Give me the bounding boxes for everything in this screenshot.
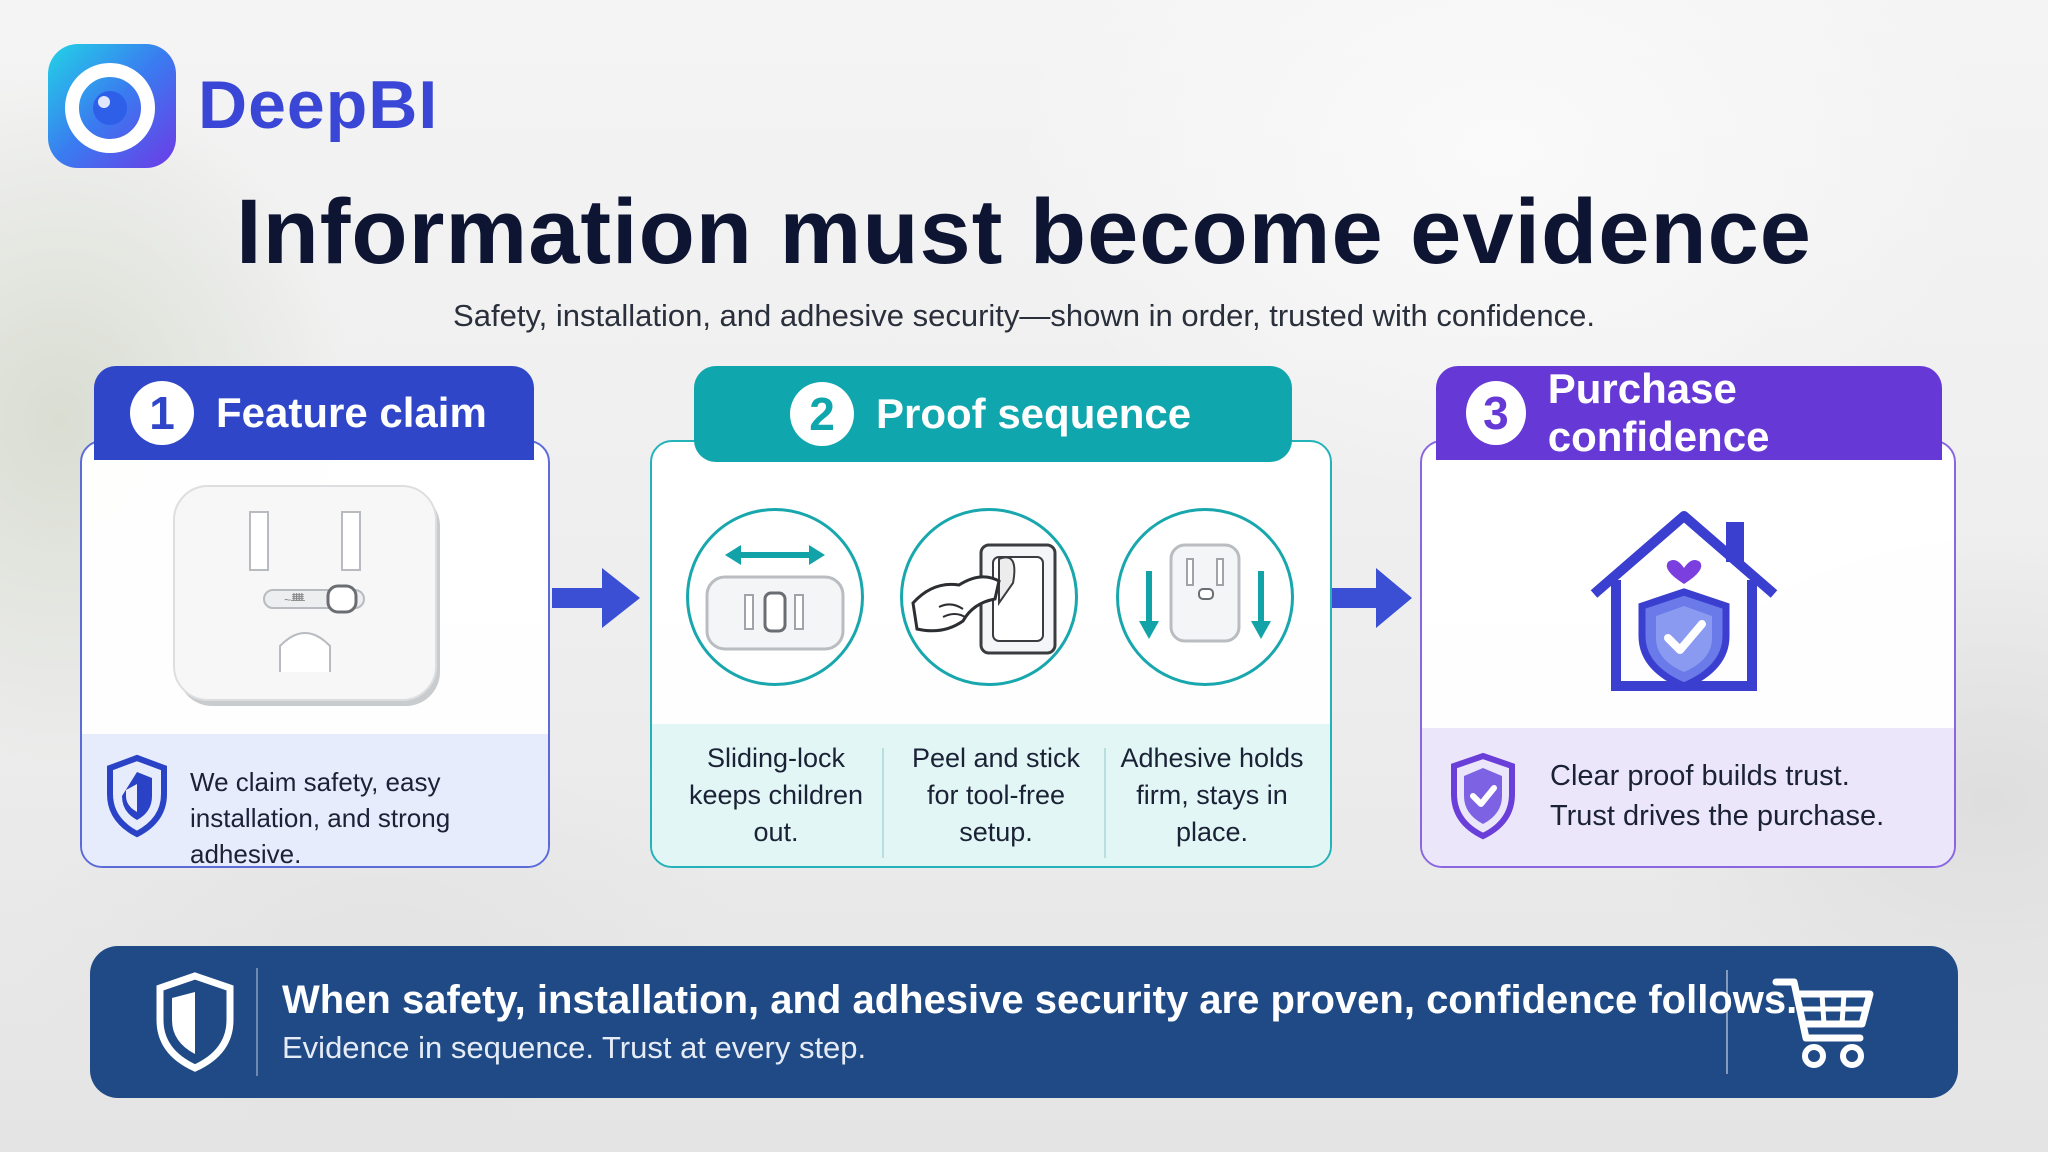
outlet-cover-icon: ~ᚙ xyxy=(172,484,444,715)
brand-name: DeepBI xyxy=(198,67,439,143)
adhesive-hold-icon xyxy=(1116,508,1294,686)
purchase-confidence-line-1: Clear proof builds trust. xyxy=(1550,760,1850,792)
house-shield-icon xyxy=(1584,506,1784,701)
arrow-right-icon xyxy=(552,566,642,635)
proof-text-peel-stick: Peel and stick for tool-free setup. xyxy=(911,743,1081,847)
feature-claim-footer xyxy=(82,734,548,866)
shield-check-icon xyxy=(1448,752,1518,845)
purchase-confidence-text: Clear proof builds trust. Trust drives t… xyxy=(1550,756,1940,836)
proof-sequence-footer xyxy=(652,724,1330,866)
brand-logo-icon xyxy=(48,44,176,168)
banner-headline: When safety, installation, and adhesive … xyxy=(282,978,1798,1022)
shield-icon xyxy=(104,754,170,843)
feature-claim-heading: Feature claim xyxy=(216,389,487,436)
page-subtitle: Safety, installation, and adhesive secur… xyxy=(453,298,1595,333)
shield-icon xyxy=(154,972,236,1077)
page-title: Information must become evidence xyxy=(236,181,1812,283)
step-number-badge: 1 xyxy=(130,381,194,445)
proof-sequence-header: 2 Proof sequence xyxy=(694,366,1292,462)
proof-text-sliding-lock: Sliding-lock keeps children out. xyxy=(688,743,864,847)
proof-text-adhesive: Adhesive holds firm, stays in place. xyxy=(1120,743,1304,847)
peel-and-stick-icon xyxy=(900,508,1078,686)
purchase-confidence-heading: Purchase confidence xyxy=(1547,365,1770,460)
divider xyxy=(882,748,884,858)
divider xyxy=(256,968,258,1076)
conclusion-banner xyxy=(90,946,1958,1098)
svg-text:~ᚙ: ~ᚙ xyxy=(284,593,305,607)
step-number-badge: 3 xyxy=(1466,381,1526,445)
divider xyxy=(1726,970,1728,1074)
sliding-lock-icon xyxy=(686,508,864,686)
shopping-cart-icon xyxy=(1772,972,1876,1077)
banner-subline: Evidence in sequence. Trust at every ste… xyxy=(282,1030,867,1065)
arrow-right-icon xyxy=(1332,566,1414,635)
feature-claim-text: We claim safety, easy installation, and … xyxy=(190,767,451,869)
proof-sequence-heading: Proof sequence xyxy=(876,390,1192,437)
purchase-confidence-header: 3 Purchase confidence xyxy=(1436,365,1942,460)
step-number-badge: 2 xyxy=(790,382,854,446)
feature-claim-header: 1 Feature claim xyxy=(94,366,534,460)
divider xyxy=(1104,748,1106,858)
purchase-confidence-line-2: Trust drives the purchase. xyxy=(1550,800,1885,832)
